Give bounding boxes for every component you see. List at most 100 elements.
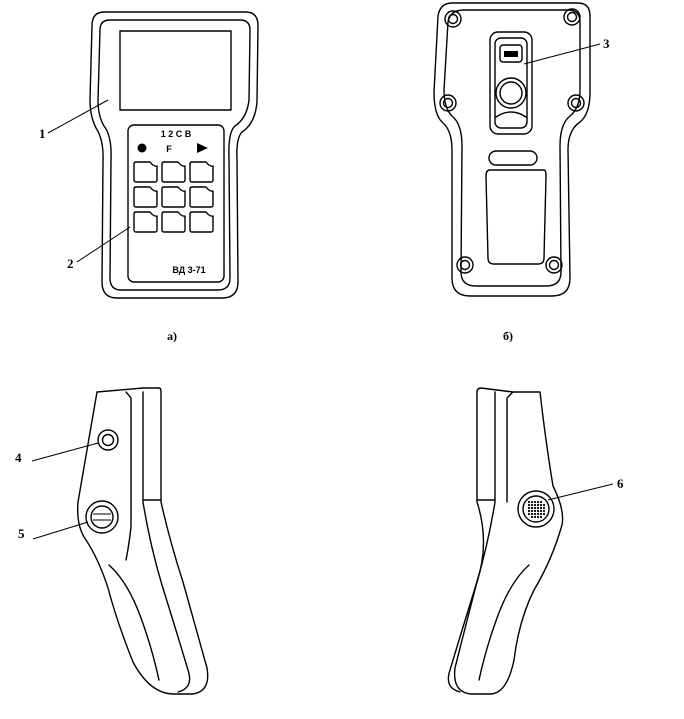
left-side-body <box>76 387 209 695</box>
connector-6-pin-28 <box>539 512 543 516</box>
connector-6-pin-20 <box>536 506 540 510</box>
connector-6-pin-7 <box>530 503 534 507</box>
connector-6-pin-10 <box>530 512 534 516</box>
connector-5-outer <box>85 500 119 534</box>
back-slot <box>488 150 538 166</box>
keypad-key-3 <box>189 161 214 183</box>
keypad-key-1 <box>133 161 158 183</box>
connector-6-pin-19 <box>536 503 540 507</box>
callout-3: 3 <box>603 36 610 51</box>
keypad-key-5 <box>161 186 186 208</box>
connector-6-pin-25 <box>539 503 543 507</box>
callout-6: 6 <box>617 476 624 491</box>
callout-line-1 <box>47 99 109 134</box>
keypad-key-8 <box>161 211 186 233</box>
connector-6-pin-27 <box>539 509 543 513</box>
battery-inner-frame <box>494 37 528 129</box>
keypad-panel <box>127 124 225 283</box>
caption-a: а) <box>167 329 177 343</box>
keypad-key-7 <box>133 211 158 233</box>
connector-6-pin-30 <box>542 503 546 507</box>
connector-5-ring <box>90 505 114 529</box>
left-grip-line <box>108 564 160 681</box>
front-view: 1 2 C B F ВД 3-71 а) <box>89 11 259 343</box>
callout-line-2 <box>76 226 131 263</box>
keypad-key-6 <box>189 186 214 208</box>
connector-6-pin-9 <box>530 509 534 513</box>
record-dot-icon <box>137 143 147 153</box>
screw-3-head <box>442 97 454 109</box>
keypad-key-2 <box>161 161 186 183</box>
back-screws <box>439 8 585 274</box>
front-body-inner <box>97 19 251 291</box>
connector-6-pin-2 <box>527 503 531 507</box>
connector-6-pin-31 <box>542 506 546 510</box>
connector-6-pin-17 <box>533 515 537 519</box>
connector-6-ring <box>522 495 550 523</box>
front-body-outer <box>89 11 259 299</box>
connector-6-pin-24 <box>539 500 543 504</box>
left-side-view <box>76 387 209 695</box>
keypad-keys <box>133 161 214 233</box>
connector-6-outer <box>517 490 555 528</box>
connector-6-pin-12 <box>533 500 537 504</box>
model-label: ВД 3-71 <box>172 265 205 275</box>
screw-6 <box>545 256 563 274</box>
right-side-body <box>453 387 564 695</box>
screw-4-head <box>570 97 582 109</box>
left-side-inner <box>142 391 191 693</box>
jack-4-inner <box>101 433 115 447</box>
screw-2-head <box>566 11 578 23</box>
callout-5: 5 <box>18 526 25 541</box>
back-handle-recess <box>485 169 547 265</box>
connector-6-pin-32 <box>542 509 546 513</box>
screw-1 <box>444 10 462 28</box>
screw-1-head <box>447 13 459 25</box>
jack-4-outer <box>97 429 119 451</box>
connector-6-pin-26 <box>539 506 543 510</box>
connector-6-pin-3 <box>527 506 531 510</box>
function-key-label: F <box>166 144 172 154</box>
connector-6-pin-18 <box>536 500 540 504</box>
usb-port-icon <box>504 51 518 57</box>
connector-6-pin-29 <box>539 515 543 519</box>
connector-6-pin-5 <box>527 512 531 516</box>
screw-5-head <box>459 259 471 271</box>
connector-6-pin-15 <box>533 509 537 513</box>
connector-6-pin-6 <box>530 500 534 504</box>
connector-6-pin-33 <box>542 512 546 516</box>
connector-6-pin-8 <box>530 506 534 510</box>
right-grip-line <box>478 564 530 681</box>
left-side-edge-front <box>125 391 132 561</box>
right-side-view <box>447 387 564 695</box>
battery-latch <box>495 111 527 118</box>
connector-6-pin-13 <box>533 503 537 507</box>
back-view: б) <box>433 2 591 343</box>
connector-6-pins <box>527 500 546 519</box>
callout-2: 2 <box>67 256 74 271</box>
connector-6-pin-14 <box>533 506 537 510</box>
connector-6-pin-11 <box>530 515 534 519</box>
connector-6-pin-21 <box>536 509 540 513</box>
usb-port-housing <box>499 44 523 63</box>
keypad-key-9 <box>189 211 214 233</box>
keypad-key-4 <box>133 186 158 208</box>
callout-1: 1 <box>39 126 46 141</box>
connector-6-pin-16 <box>533 512 537 516</box>
back-body-outer <box>433 2 591 297</box>
callout-line-4 <box>31 442 99 462</box>
screw-4 <box>567 94 585 112</box>
connector-6-pin-23 <box>536 515 540 519</box>
right-side-edge-front <box>506 391 514 503</box>
screw-6-head <box>548 259 560 271</box>
callout-line-3 <box>523 43 601 65</box>
right-side-inner <box>447 391 496 693</box>
back-round-socket-outer <box>495 77 527 109</box>
callout-4: 4 <box>15 450 22 465</box>
screw-5 <box>456 256 474 274</box>
connector-6-pin-22 <box>536 512 540 516</box>
play-arrow-icon <box>197 143 208 153</box>
battery-compartment <box>489 31 533 135</box>
connector-6-pin-4 <box>527 509 531 513</box>
